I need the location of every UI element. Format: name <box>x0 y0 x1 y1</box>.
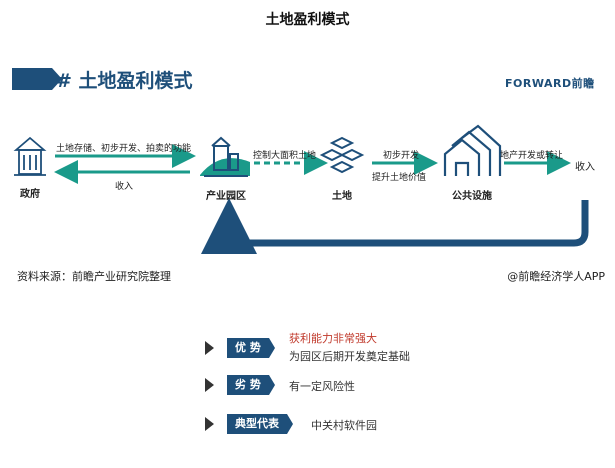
chevron-right-icon <box>205 378 214 392</box>
advantage-text-2: 为园区后期开发奠定基础 <box>289 350 410 363</box>
flow-text-park-to-gov: 收入 <box>115 182 134 192</box>
flow-text-land-to-facility-bottom: 提升土地价值 <box>372 173 427 183</box>
government-building-icon <box>13 136 47 176</box>
diagram-title: # 土地盈利模式 <box>56 70 193 92</box>
flow-text-park-to-land: 控制大面积土地 <box>253 151 317 161</box>
public-facility-icon <box>443 124 502 176</box>
advantage-text-1: 获利能力非常强大 <box>289 332 377 345</box>
flow-text-facility-to-income: 地产开发或转让 <box>500 151 564 161</box>
node-label-government: 政府 <box>20 189 40 200</box>
node-label-public-facility: 公共设施 <box>452 191 492 202</box>
node-label-income: 收入 <box>575 162 595 173</box>
disadvantage-tag: 劣 势 <box>227 375 275 395</box>
flow-text-land-to-facility-top: 初步开发 <box>383 151 420 161</box>
header-accent-bar <box>12 68 62 90</box>
source-note: 资料来源：前瞻产业研究院整理 <box>17 270 171 283</box>
industrial-park-icon <box>200 136 250 177</box>
arrow-return-loop <box>201 198 589 254</box>
example-tag: 典型代表 <box>227 414 293 434</box>
page-title: 土地盈利模式 <box>265 12 350 28</box>
source-watermark: @前瞻经济学人APP <box>507 270 605 283</box>
chevron-right-icon <box>205 417 214 431</box>
chevron-right-icon <box>205 341 214 355</box>
brand-logo: FORWARD前瞻 <box>505 77 595 90</box>
disadvantage-text: 有一定风险性 <box>289 380 355 393</box>
legend-disadvantage: 劣 势 有一定风险性 <box>205 375 565 395</box>
node-label-industrial-park: 产业园区 <box>206 191 246 202</box>
node-label-land: 土地 <box>332 191 352 202</box>
example-text: 中关村软件园 <box>311 419 377 432</box>
flow-text-gov-to-park: 土地存储、初步开发、拍卖的功能 <box>56 144 192 154</box>
legend-advantage: 优 势 获利能力非常强大 为园区后期开发奠定基础 <box>205 332 565 363</box>
advantage-tag: 优 势 <box>227 338 275 358</box>
land-cubes-icon <box>319 136 365 174</box>
legend-example: 典型代表 中关村软件园 <box>205 414 565 434</box>
